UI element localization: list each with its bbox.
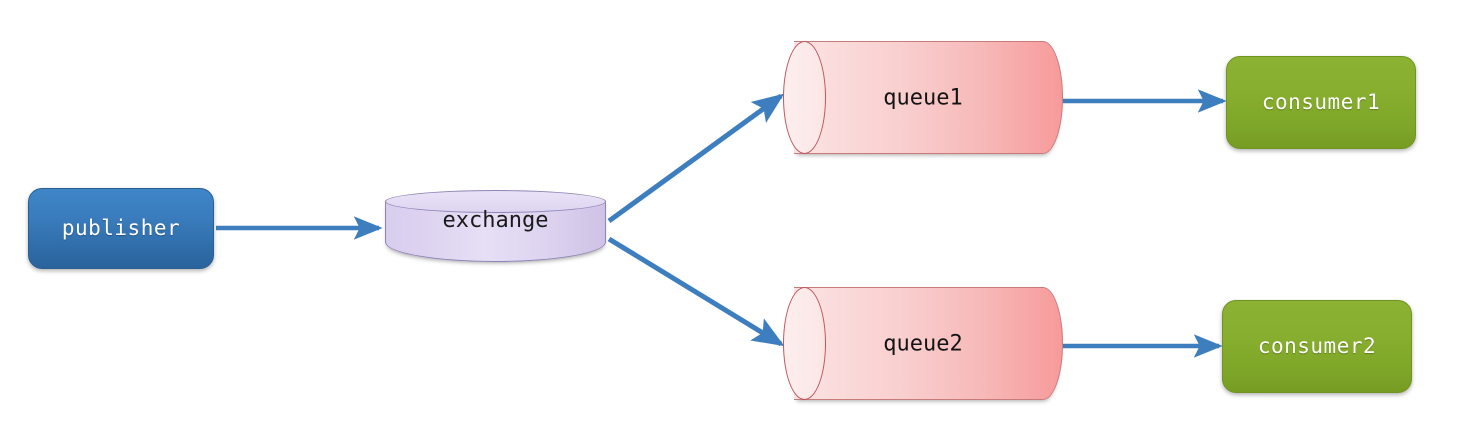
queue2-cylinder-body	[794, 287, 1063, 400]
node-consumer2[interactable]: consumer2	[1222, 300, 1412, 393]
node-publisher-label: publisher	[61, 215, 181, 240]
node-consumer2-label: consumer2	[1257, 333, 1377, 358]
node-exchange-label: exchange	[442, 208, 549, 233]
node-queue2[interactable]: queue2	[783, 287, 1063, 400]
node-consumer1-label: consumer1	[1261, 89, 1381, 114]
queue2-cylinder-cap	[783, 287, 826, 400]
node-publisher[interactable]: publisher	[28, 188, 214, 269]
edge-exchange-to-queue1	[607, 93, 785, 224]
node-queue1[interactable]: queue1	[783, 41, 1063, 154]
node-consumer1[interactable]: consumer1	[1226, 56, 1416, 149]
queue1-cylinder-body	[794, 41, 1063, 154]
node-queue1-label: queue1	[883, 85, 963, 110]
node-exchange[interactable]: exchange	[385, 190, 606, 262]
node-queue2-label: queue2	[883, 331, 963, 356]
exchange-cylinder-top	[385, 190, 606, 213]
edge-exchange-to-queue2	[607, 236, 785, 347]
